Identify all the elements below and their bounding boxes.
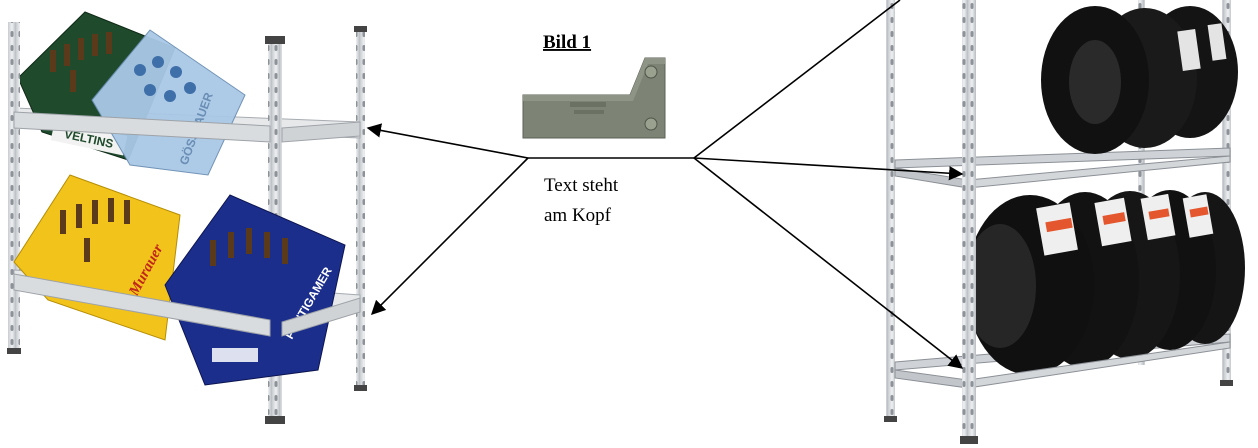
left-shelf-post-front-left bbox=[8, 22, 20, 352]
right-shelf-post-back-left bbox=[886, 0, 895, 420]
arrow-to-right-top bbox=[693, 0, 901, 159]
pointer-lines bbox=[366, 0, 964, 369]
lower-tires bbox=[964, 190, 1245, 375]
right-shelf-post-back-right bbox=[1222, 0, 1231, 384]
blue-crate: PUNTIGAMER bbox=[164, 194, 346, 386]
arrow-to-right-upper bbox=[693, 157, 964, 181]
left-shelf: VELTINS GÖSSLAUER bbox=[7, 11, 367, 424]
left-shelf-post-back-right bbox=[356, 30, 365, 390]
right-shelf bbox=[884, 0, 1245, 444]
caption-line-2: am Kopf bbox=[544, 205, 612, 226]
bracket-part-image bbox=[522, 57, 666, 139]
figure-label: Bild 1 bbox=[543, 32, 591, 53]
arrow-to-right-lower bbox=[693, 157, 964, 369]
caption-line-1: Text steht bbox=[544, 175, 619, 196]
right-shelf-post-front-left bbox=[962, 0, 976, 440]
arrow-to-left-lower bbox=[370, 157, 529, 316]
arrow-to-left-upper bbox=[366, 123, 529, 159]
upper-tires bbox=[1041, 6, 1238, 154]
